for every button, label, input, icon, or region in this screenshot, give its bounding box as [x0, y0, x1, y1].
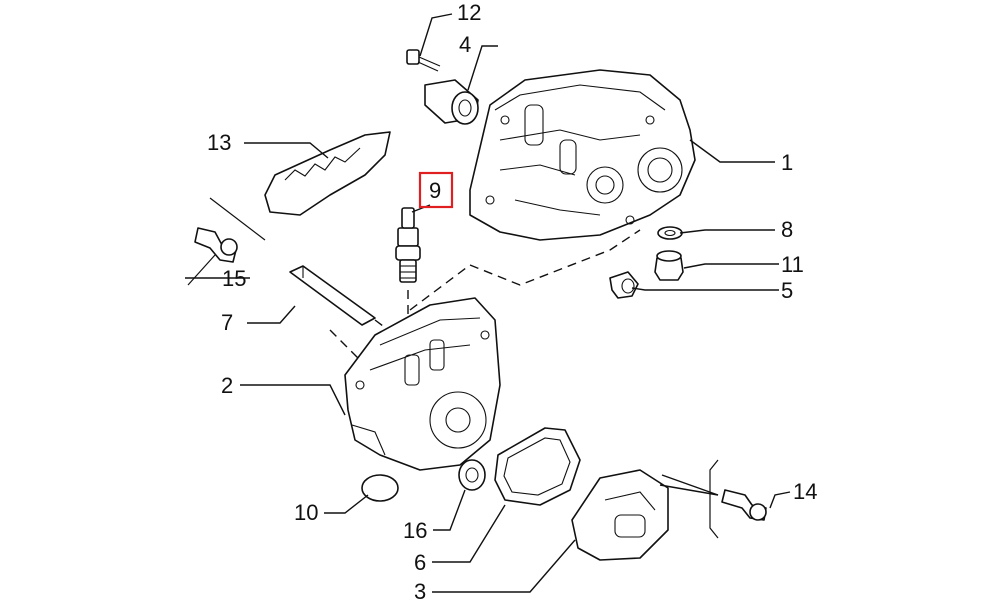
callout-label-2: 2 [221, 373, 233, 398]
end-cover-part-3 [571, 469, 669, 561]
callout-label-7: 7 [221, 310, 233, 335]
callout-9-highlight-box [418, 171, 454, 209]
callout-label-11: 11 [781, 252, 804, 277]
callout-label-9: 9 [429, 178, 441, 203]
leader-lines [185, 13, 791, 593]
callout-label-8: 8 [781, 217, 793, 242]
bolt-part-12 [406, 49, 441, 72]
seal-part-16 [458, 459, 486, 491]
callout-label-1: 1 [781, 150, 793, 175]
callout-label-13: 13 [207, 130, 231, 155]
callout-label-6: 6 [414, 550, 426, 575]
callout-label-3: 3 [414, 579, 426, 600]
washer-part-8 [657, 226, 683, 240]
group-brackets [187, 197, 719, 539]
shield-part-13 [264, 131, 391, 216]
drain-plug-part-11 [654, 250, 684, 281]
callout-label-16: 16 [403, 518, 427, 543]
secondary-housing-part-2 [344, 297, 501, 471]
bolt-part-15 [194, 227, 238, 263]
callout-label-15: 15 [222, 266, 246, 291]
sensor-part-9 [395, 207, 421, 283]
gasket-part-6 [494, 427, 581, 506]
bolt-part-14 [721, 489, 767, 521]
callout-label-14: 14 [793, 479, 817, 504]
bushing-part-5 [609, 271, 639, 299]
cap-plug-part-10 [361, 474, 399, 502]
guide-tube-part-4 [424, 79, 479, 125]
callout-label-12: 12 [457, 0, 481, 25]
rail-part-7 [289, 265, 376, 326]
callout-label-10: 10 [294, 500, 318, 525]
callout-label-4: 4 [459, 32, 471, 57]
callout-labels: 12 4 13 1 9 8 11 15 5 7 2 14 10 16 6 3 [207, 0, 817, 600]
main-housing-part [469, 69, 696, 241]
callout-label-5: 5 [781, 278, 793, 303]
